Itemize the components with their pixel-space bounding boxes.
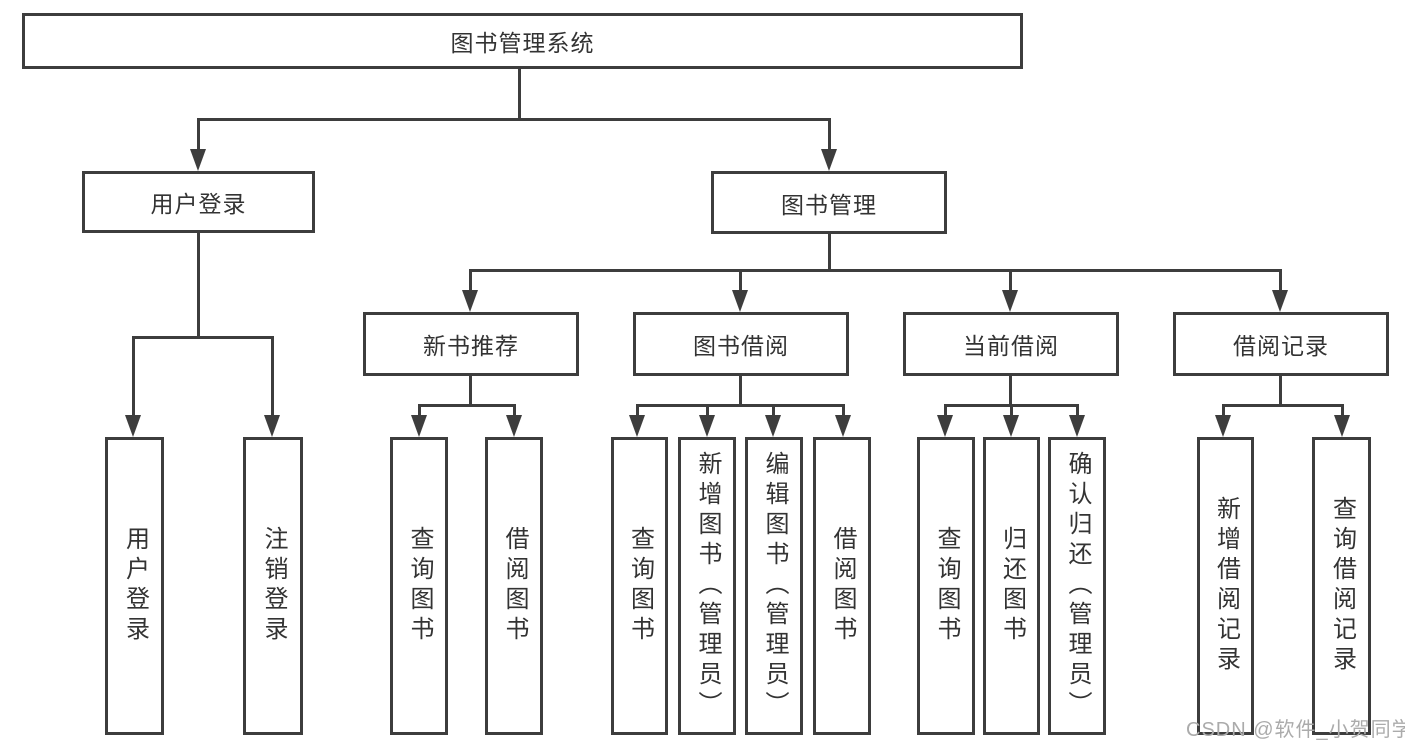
connector-to-borrow-records (1279, 269, 1282, 293)
arrow-down-icon (190, 149, 206, 171)
leaf-label: 查询借阅记录 (1328, 496, 1356, 676)
leaf-label: 借阅图书 (501, 526, 528, 646)
leaf-user-login: 用户登录 (105, 437, 164, 735)
leaf-borrow-books-recommend: 借阅图书 (485, 437, 543, 735)
connector-leaf (1341, 404, 1344, 418)
arrow-down-icon (125, 415, 141, 437)
connector-user-login-stem (197, 233, 200, 336)
leaf-label: 查询图书 (933, 526, 960, 646)
arrow-down-icon (1215, 415, 1231, 437)
connector-leaf (1222, 404, 1225, 418)
leaf-logout-label: 注销登录 (260, 526, 287, 646)
node-user-login-label: 用户登录 (150, 191, 247, 217)
connector-book-management-stem (828, 234, 831, 271)
leaf-query-borrow-record: 查询借阅记录 (1312, 437, 1371, 735)
arrow-down-icon (937, 415, 953, 437)
connector-leaf (418, 404, 421, 418)
arrow-down-icon (835, 415, 851, 437)
arrow-down-icon (1002, 290, 1018, 312)
arrow-down-icon (765, 415, 781, 437)
connector-new-book-stem (469, 376, 472, 406)
connector-leaf (842, 404, 845, 418)
connector-book-management-rail (470, 269, 1282, 272)
node-book-borrow: 图书借阅 (633, 312, 849, 376)
leaf-query-books-recommend: 查询图书 (390, 437, 448, 735)
connector-to-book-borrow (739, 269, 742, 293)
leaf-label: 查询图书 (406, 526, 433, 646)
node-root-label: 图书管理系统 (450, 30, 595, 56)
connector-leaf (944, 404, 947, 418)
csdn-watermark: CSDN @软件_小贺同学 (1186, 719, 1405, 741)
arrow-down-icon (506, 415, 522, 437)
node-borrow-records: 借阅记录 (1173, 312, 1389, 376)
node-book-management: 图书管理 (711, 171, 947, 234)
arrow-down-icon (732, 290, 748, 312)
leaf-label: 借阅图书 (829, 526, 856, 646)
arrow-down-icon (1334, 415, 1350, 437)
leaf-logout: 注销登录 (243, 437, 303, 735)
leaf-label: 编辑图书（管理员） (761, 451, 788, 721)
connector-leaf (706, 404, 709, 418)
leaf-edit-books-admin: 编辑图书（管理员） (745, 437, 803, 735)
connector-to-user-login (197, 118, 200, 153)
connector-current-borrow-stem (1009, 376, 1012, 406)
leaf-query-books-borrow: 查询图书 (611, 437, 668, 735)
connector-borrow-records-rail (1223, 404, 1343, 407)
connector-book-borrow-stem (739, 376, 742, 406)
leaf-add-borrow-record: 新增借阅记录 (1197, 437, 1254, 735)
leaf-borrow-books: 借阅图书 (813, 437, 871, 735)
arrow-down-icon (1003, 415, 1019, 437)
connector-book-borrow-rail (637, 404, 844, 407)
connector-to-logout-leaf (271, 336, 274, 418)
connector-user-login-rail (133, 336, 273, 339)
leaf-add-books-admin: 新增图书（管理员） (678, 437, 736, 735)
connector-to-login-leaf (132, 336, 135, 418)
connector-new-book-rail (419, 404, 516, 407)
leaf-return-books: 归还图书 (983, 437, 1040, 735)
arrow-down-icon (629, 415, 645, 437)
node-current-borrow-label: 当前借阅 (963, 333, 1059, 359)
connector-leaf (1010, 404, 1013, 418)
leaf-label: 查询图书 (626, 526, 654, 646)
connector-to-current-borrow (1009, 269, 1012, 293)
node-current-borrow: 当前借阅 (903, 312, 1119, 376)
arrow-down-icon (462, 290, 478, 312)
leaf-label: 新增图书（管理员） (694, 451, 721, 721)
arrow-down-icon (264, 415, 280, 437)
arrow-down-icon (411, 415, 427, 437)
arrow-down-icon (699, 415, 715, 437)
leaf-confirm-return-admin: 确认归还（管理员） (1048, 437, 1106, 735)
leaf-label: 归还图书 (998, 526, 1026, 646)
leaf-query-books-current: 查询图书 (917, 437, 975, 735)
arrow-down-icon (1272, 290, 1288, 312)
connector-to-book-management (828, 118, 831, 153)
leaf-user-login-label: 用户登录 (121, 526, 149, 646)
leaf-label: 新增借阅记录 (1212, 496, 1240, 676)
connector-leaf (772, 404, 775, 418)
leaf-label: 确认归还（管理员） (1064, 451, 1091, 721)
connector-root-rail (197, 118, 831, 121)
arrow-down-icon (821, 149, 837, 171)
connector-to-new-book (469, 269, 472, 293)
connector-leaf (636, 404, 639, 418)
node-book-borrow-label: 图书借阅 (693, 333, 789, 359)
node-book-management-label: 图书管理 (781, 191, 877, 218)
node-new-book-recommend-label: 新书推荐 (423, 333, 519, 359)
node-new-book-recommend: 新书推荐 (363, 312, 579, 376)
node-user-login: 用户登录 (82, 171, 315, 233)
arrow-down-icon (1069, 415, 1085, 437)
connector-root-stem (518, 69, 521, 118)
connector-borrow-records-stem (1279, 376, 1282, 406)
node-borrow-records-label: 借阅记录 (1233, 333, 1329, 359)
connector-leaf (513, 404, 516, 418)
node-root-library-system: 图书管理系统 (22, 13, 1023, 69)
connector-leaf (1076, 404, 1079, 418)
